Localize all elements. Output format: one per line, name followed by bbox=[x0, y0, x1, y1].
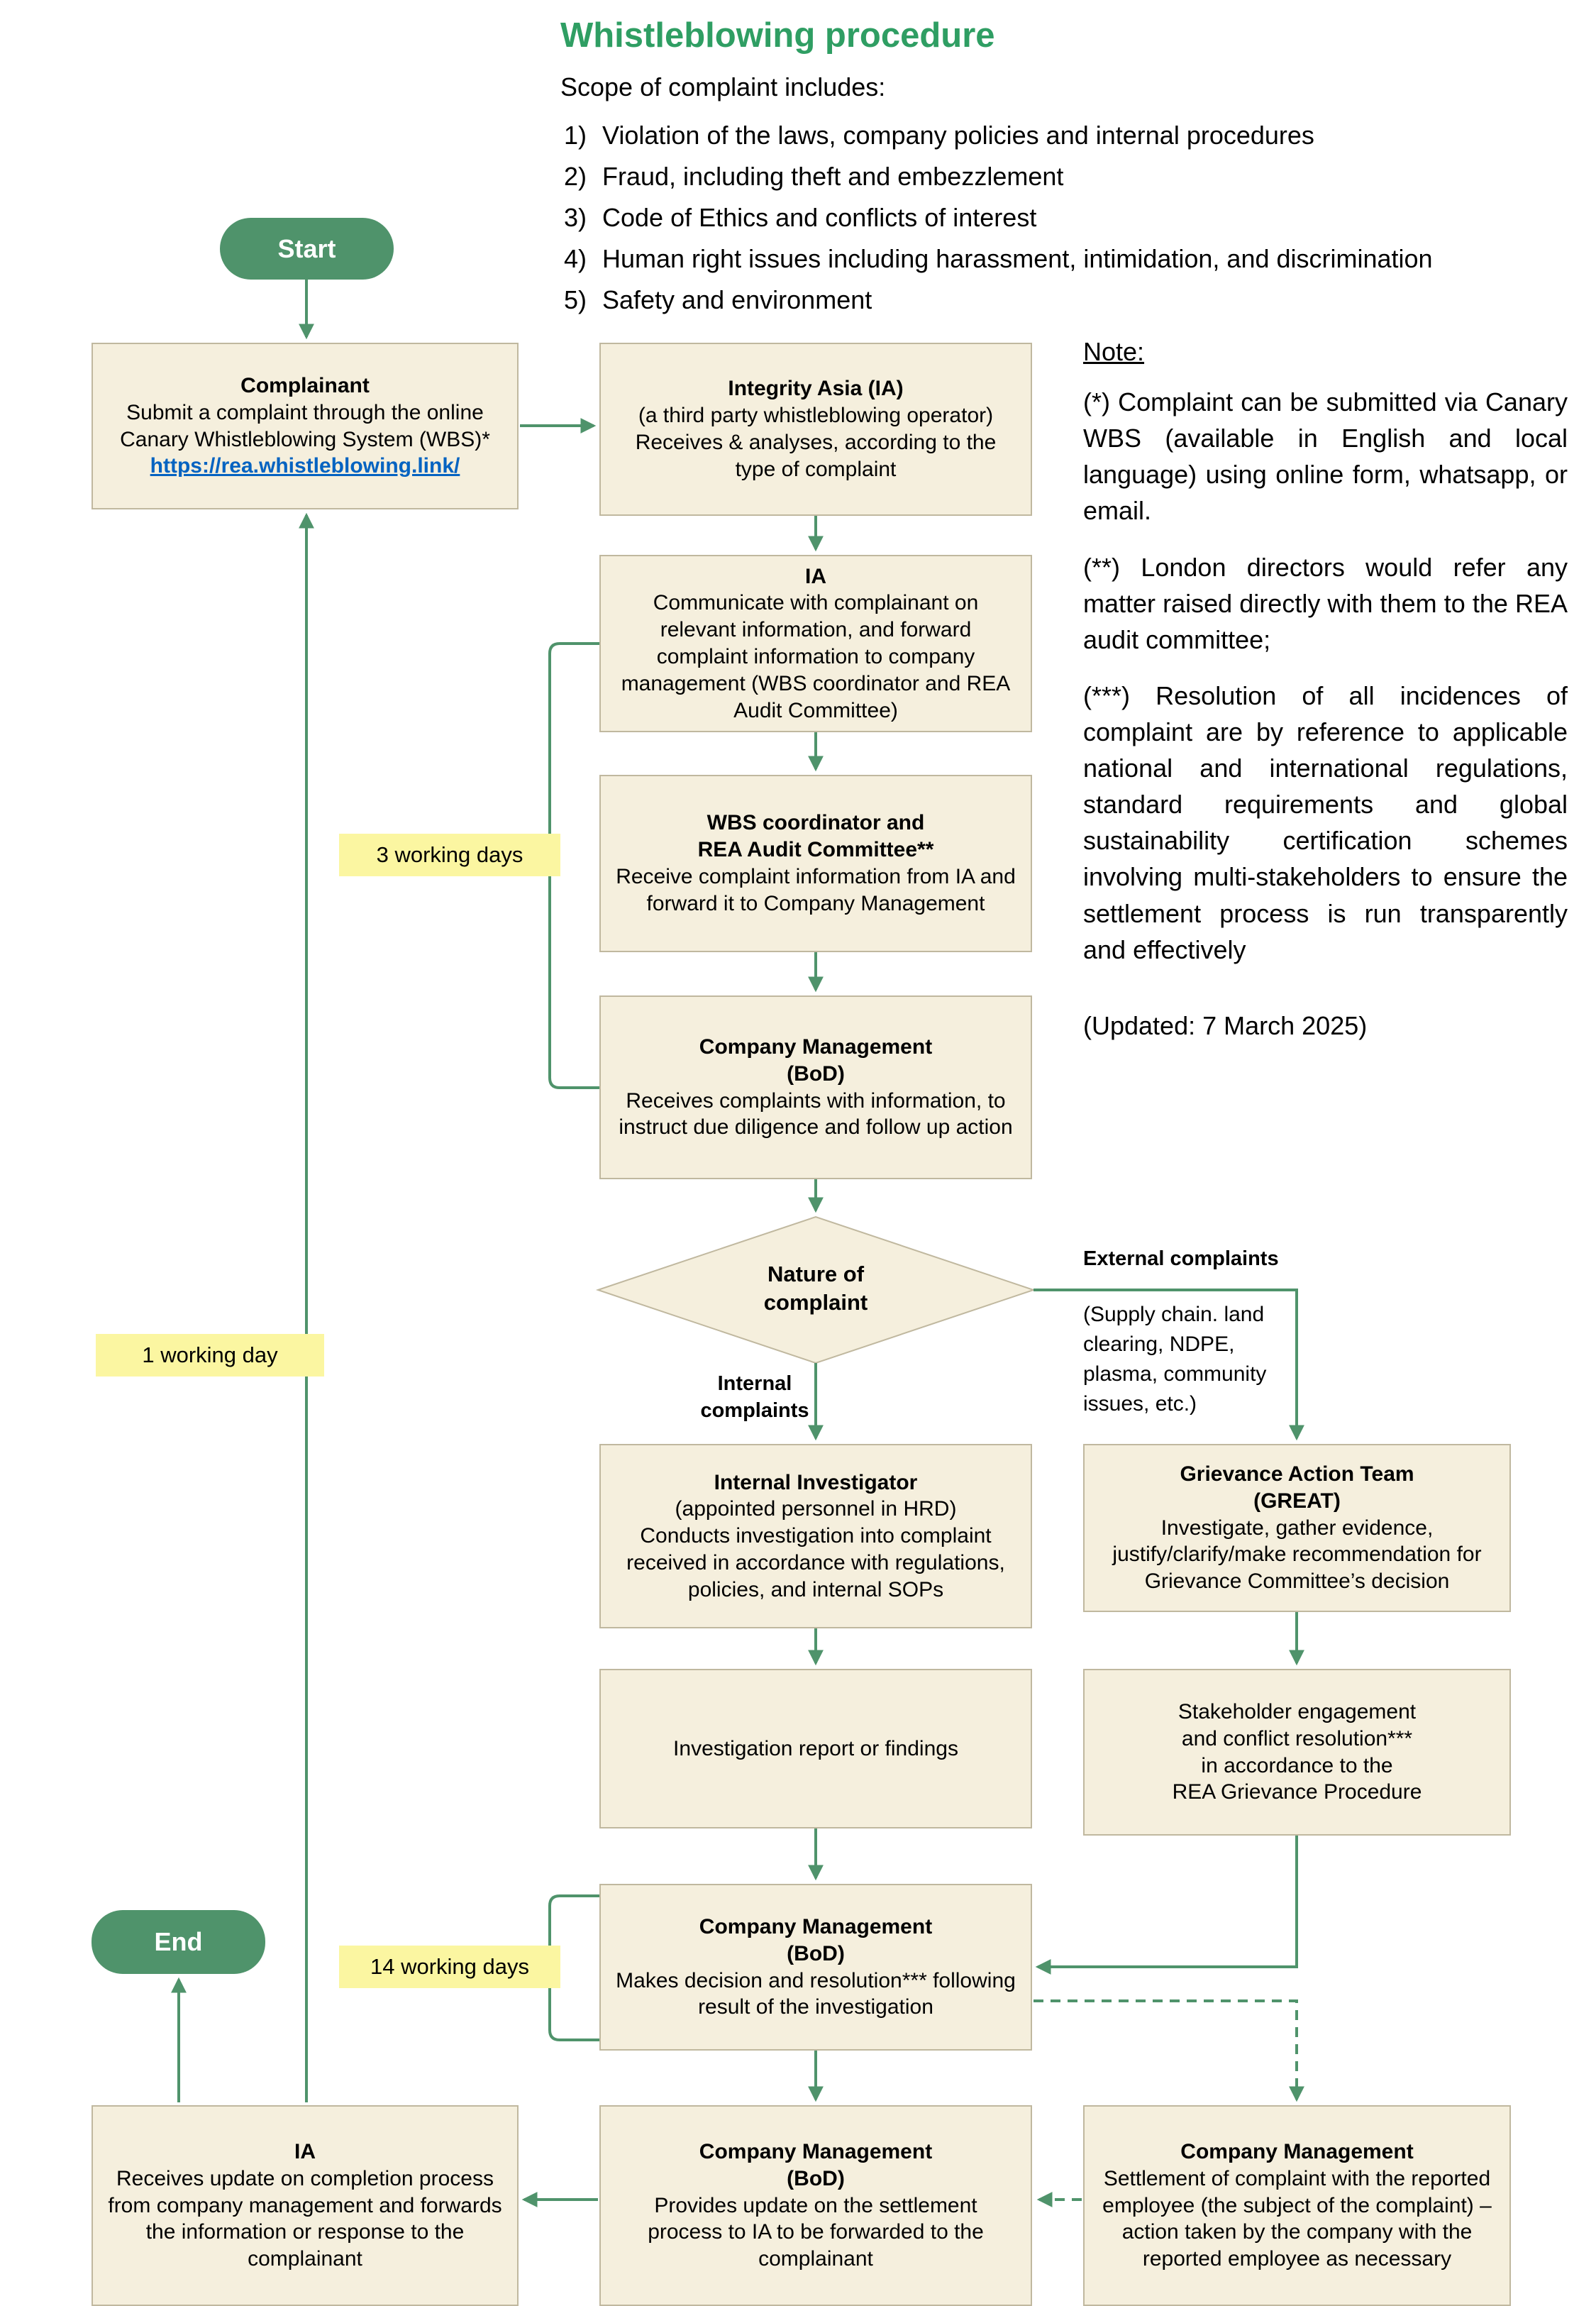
label-14-working-days: 14 working days bbox=[339, 1946, 560, 1988]
note-section: Note: (*) Complaint can be submitted via… bbox=[1083, 333, 1568, 1064]
scope-item-number: 1) bbox=[564, 121, 587, 150]
start-terminal: Start bbox=[220, 218, 394, 280]
node-title: Grievance Action Team (GREAT) bbox=[1180, 1462, 1414, 1513]
node-integrity-asia-intake: Integrity Asia (IA) (a third party whist… bbox=[599, 343, 1032, 516]
scope-item: 2) Fraud, including theft and embezzleme… bbox=[564, 162, 1578, 192]
scope-item-text: Safety and environment bbox=[602, 285, 872, 314]
node-title: Complainant bbox=[240, 373, 370, 397]
scope-item: 3) Code of Ethics and conflicts of inter… bbox=[564, 203, 1578, 233]
decision-nature-of-complaint: Nature of complaint bbox=[763, 1262, 868, 1315]
node-ia-forward: IA Communicate with complainant on relev… bbox=[599, 555, 1032, 732]
node-subtitle: (a third party whistleblowing operator) bbox=[638, 404, 994, 428]
scope-item-number: 3) bbox=[564, 203, 587, 232]
node-title: IA bbox=[294, 2140, 316, 2163]
node-company-management-update: Company Management (BoD) Provides update… bbox=[599, 2105, 1032, 2306]
node-body: Makes decision and resolution*** followi… bbox=[616, 1968, 1016, 2019]
node-body: Provides update on the settlement proces… bbox=[648, 2193, 984, 2271]
node-body: Receive complaint information from IA an… bbox=[616, 865, 1016, 915]
node-company-management-settlement: Company Management Settlement of complai… bbox=[1083, 2105, 1511, 2306]
note-asterisk-3: (***) Resolution of all incidences of co… bbox=[1083, 680, 1568, 964]
node-body: Communicate with complainant on relevant… bbox=[621, 591, 1011, 722]
node-grievance-action-team: Grievance Action Team (GREAT) Investigat… bbox=[1083, 1444, 1511, 1612]
node-internal-investigator: Internal Investigator (appointed personn… bbox=[599, 1444, 1032, 1628]
scope-list: 1) Violation of the laws, company polici… bbox=[564, 121, 1578, 315]
scope-item: 5) Safety and environment bbox=[564, 285, 1578, 315]
scope-item-text: Human right issues including harassment,… bbox=[602, 244, 1433, 273]
label-3-working-days: 3 working days bbox=[339, 834, 560, 876]
page-title: Whistleblowing procedure bbox=[560, 16, 995, 55]
label-1-working-day: 1 working day bbox=[96, 1334, 324, 1377]
note-heading: Note: bbox=[1083, 337, 1145, 366]
scope-item-number: 4) bbox=[564, 244, 587, 273]
node-title: IA bbox=[805, 564, 826, 588]
node-title: Internal Investigator bbox=[714, 1470, 918, 1494]
node-title: Company Management (BoD) bbox=[699, 1914, 933, 1965]
label-external-examples: (Supply chain. land clearing, NDPE, plas… bbox=[1083, 1303, 1267, 1416]
scope-item-number: 5) bbox=[564, 285, 587, 314]
scope-heading: Scope of complaint includes: bbox=[560, 72, 886, 101]
node-subtitle: (appointed personnel in HRD) bbox=[675, 1497, 957, 1521]
scope-item-text: Fraud, including theft and embezzlement bbox=[602, 162, 1064, 191]
label-external-complaints: External complaints bbox=[1083, 1247, 1279, 1270]
arrow-stakeholder-to-cm-decision bbox=[1035, 1836, 1298, 1975]
note-updated: (Updated: 7 March 2025) bbox=[1083, 1010, 1368, 1040]
node-investigation-report: Investigation report or findings bbox=[599, 1669, 1032, 1828]
node-company-management-decision: Company Management (BoD) Makes decision … bbox=[599, 1884, 1032, 2051]
node-body: Receives update on completion process fr… bbox=[108, 2166, 502, 2271]
node-title: WBS coordinator and REA Audit Committee*… bbox=[697, 811, 934, 862]
node-body: Settlement of complaint with the reporte… bbox=[1102, 2166, 1492, 2271]
node-body: Receives & analyses, according to the ty… bbox=[635, 431, 997, 481]
arrow-cm-decision-to-settlement-dashed bbox=[1033, 1999, 1304, 2102]
node-body: Conducts investigation into complaint re… bbox=[626, 1524, 1005, 1601]
note-asterisk-1: (*) Complaint can be submitted via Canar… bbox=[1083, 387, 1568, 526]
node-title: Company Management (BoD) bbox=[699, 1035, 933, 1086]
node-ia-final: IA Receives update on completion process… bbox=[92, 2105, 519, 2306]
node-company-management-receive: Company Management (BoD) Receives compla… bbox=[599, 995, 1032, 1179]
node-complainant: Complainant Submit a complaint through t… bbox=[92, 343, 519, 509]
label-internal-complaints: Internal complaints bbox=[700, 1372, 809, 1422]
node-body: Receives complaints with information, to… bbox=[619, 1088, 1013, 1140]
node-stakeholder-engagement: Stakeholder engagement and conflict reso… bbox=[1083, 1669, 1511, 1836]
node-title: Company Management (BoD) bbox=[699, 2140, 933, 2190]
node-body: Investigate, gather evidence, justify/cl… bbox=[1112, 1516, 1482, 1594]
node-body: Stakeholder engagement and conflict reso… bbox=[1172, 1699, 1422, 1804]
scope-item-text: Code of Ethics and conflicts of interest bbox=[602, 203, 1037, 232]
scope-item-number: 2) bbox=[564, 162, 587, 191]
wbs-link[interactable]: https://rea.whistleblowing.link/ bbox=[150, 454, 460, 478]
node-title: Company Management bbox=[1180, 2140, 1414, 2163]
node-title: Integrity Asia (IA) bbox=[728, 377, 904, 401]
scope-item: 1) Violation of the laws, company polici… bbox=[564, 121, 1578, 150]
scope-item-text: Violation of the laws, company policies … bbox=[602, 121, 1314, 150]
end-terminal: End bbox=[92, 1910, 265, 1974]
node-body: Submit a complaint through the online Ca… bbox=[120, 400, 490, 451]
note-asterisk-2: (**) London directors would refer any ma… bbox=[1083, 552, 1568, 654]
node-wbs-coordinator-committee: WBS coordinator and REA Audit Committee*… bbox=[599, 775, 1032, 952]
scope-item: 4) Human right issues including harassme… bbox=[564, 244, 1578, 274]
node-body: Investigation report or findings bbox=[673, 1736, 958, 1760]
